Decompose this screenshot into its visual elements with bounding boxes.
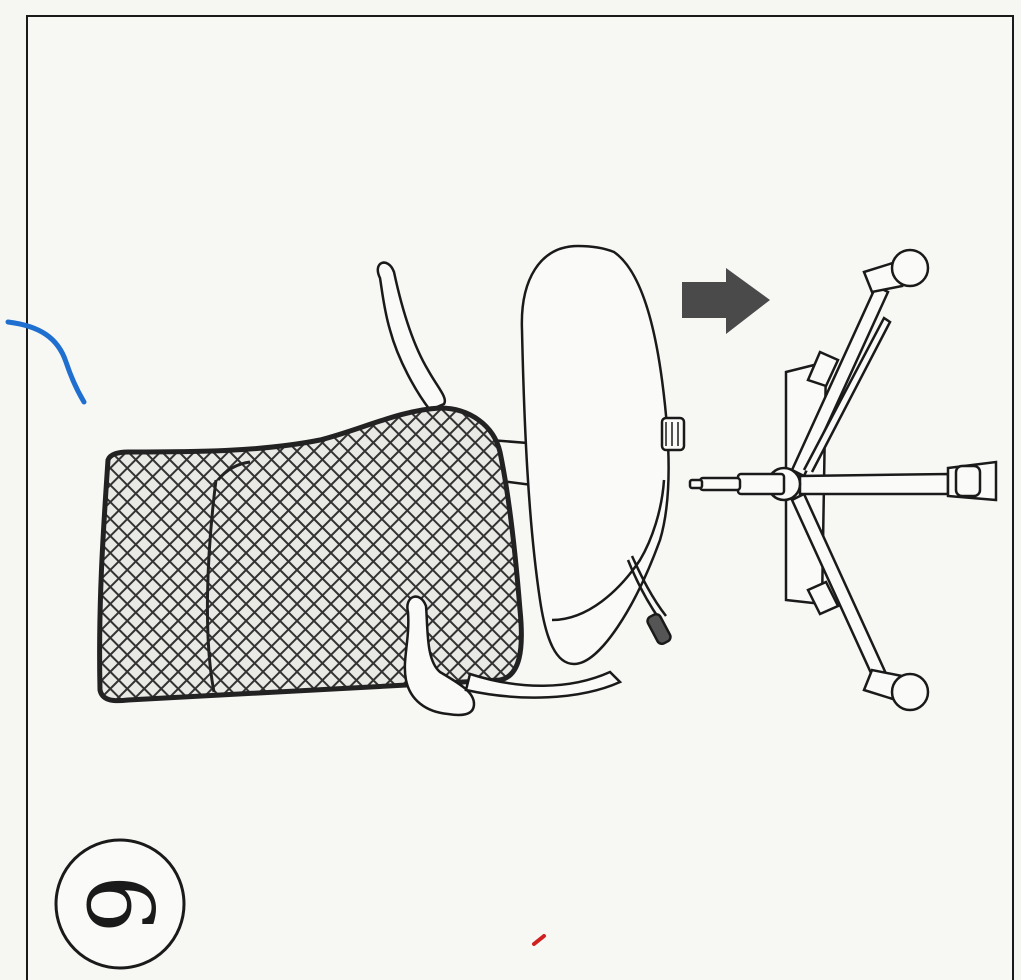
- chair-upper-assembly: [97, 244, 686, 717]
- gas-lift-piston: [698, 476, 742, 492]
- gas-lift-tip: [688, 478, 704, 490]
- arrow-right-icon: [682, 268, 770, 334]
- mesh-panel-seam: [205, 460, 251, 693]
- step-number-circle: [54, 838, 186, 970]
- base-leg-left: [802, 316, 892, 473]
- red-speck: [532, 934, 546, 946]
- gas-lift-cylinder: [736, 472, 786, 496]
- tension-knob-grip: [665, 422, 679, 446]
- step-number: 6: [66, 875, 173, 934]
- armrest-front: [403, 595, 476, 717]
- gas-lever-tip: [646, 612, 672, 646]
- caster-side-wheel: [954, 464, 982, 498]
- caster-bottom: [890, 672, 930, 712]
- base-leg-side: [798, 472, 950, 496]
- caster-top: [890, 248, 930, 288]
- seat-edge: [551, 479, 666, 622]
- step-number-badge: 6: [54, 838, 186, 970]
- seat-cushion: [520, 244, 670, 666]
- chair-base: [688, 248, 998, 712]
- armrest-rear: [376, 261, 447, 412]
- mesh-backrest: [97, 405, 524, 704]
- pen-mark: [5, 319, 87, 405]
- base-leg-top: [790, 284, 890, 478]
- seat-arm-bar: [464, 670, 623, 699]
- base-leg-rear-bottom: [806, 580, 840, 616]
- base-leg-rear-top: [806, 350, 840, 388]
